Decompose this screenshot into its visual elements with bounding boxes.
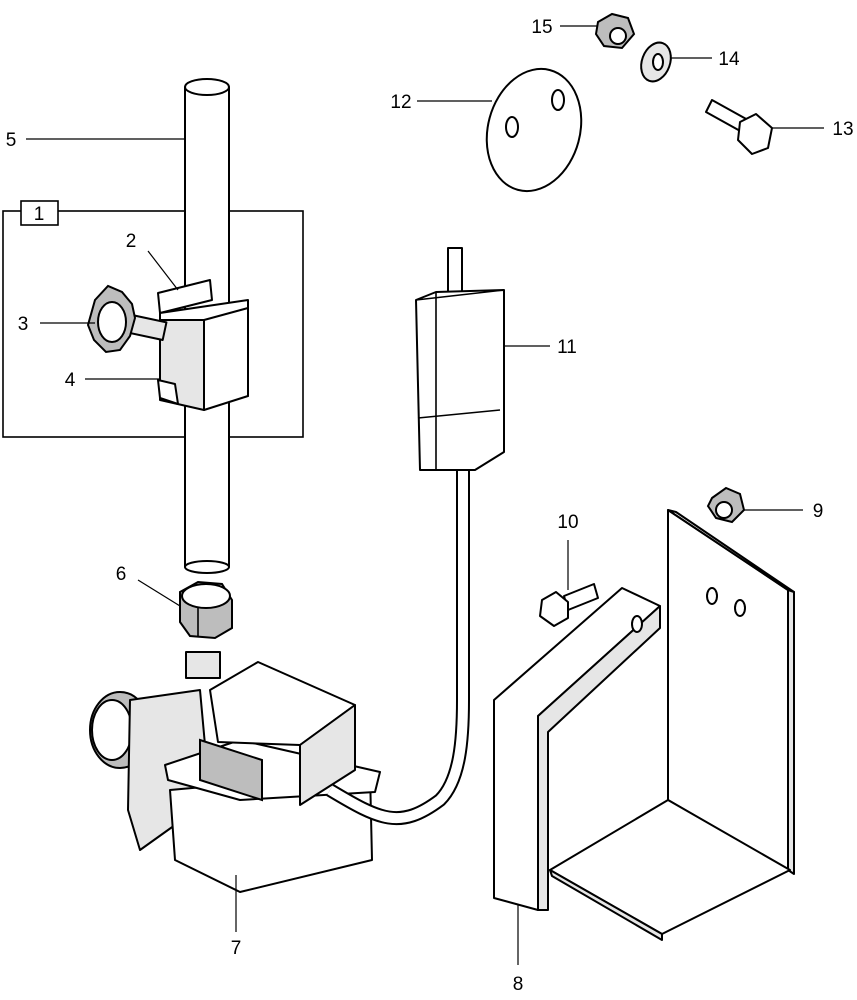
leader-6	[137, 579, 181, 607]
assembly-1-group-box	[2, 200, 304, 438]
callout-15: 15	[531, 17, 552, 38]
float-switch	[415, 247, 505, 471]
valve-body	[89, 651, 381, 893]
nut-9	[706, 486, 746, 524]
star-knob	[86, 284, 168, 354]
callout-9: 9	[813, 501, 824, 522]
callout-7: 7	[231, 938, 242, 959]
disc-plate	[485, 67, 583, 193]
callout-11: 11	[557, 337, 577, 358]
leader-lines	[26, 25, 824, 965]
bolt-13	[705, 99, 773, 155]
callout-4: 4	[65, 370, 76, 391]
clamp-block	[157, 279, 249, 411]
nut-15	[594, 12, 636, 50]
callout-6: 6	[116, 564, 127, 585]
callout-1-box	[20, 200, 59, 226]
bolt-10	[539, 583, 599, 627]
bracket-strap	[493, 587, 661, 911]
hex-nut-6	[179, 580, 233, 640]
callout-5: 5	[6, 130, 17, 151]
mounting-bracket	[549, 509, 795, 941]
callout-labels: 1 2 3 4 5 6 7 8 9 10 11 12 13 14 15	[6, 17, 854, 995]
cable	[326, 470, 470, 826]
leader-2	[147, 250, 179, 291]
washer-14	[640, 41, 672, 83]
callout-10: 10	[557, 512, 578, 533]
callout-1: 1	[34, 204, 45, 225]
callout-13: 13	[832, 119, 853, 140]
callout-8: 8	[513, 974, 524, 995]
callout-14: 14	[718, 49, 740, 70]
callout-12: 12	[390, 92, 411, 113]
callout-2: 2	[126, 231, 137, 252]
callout-3: 3	[18, 314, 29, 335]
